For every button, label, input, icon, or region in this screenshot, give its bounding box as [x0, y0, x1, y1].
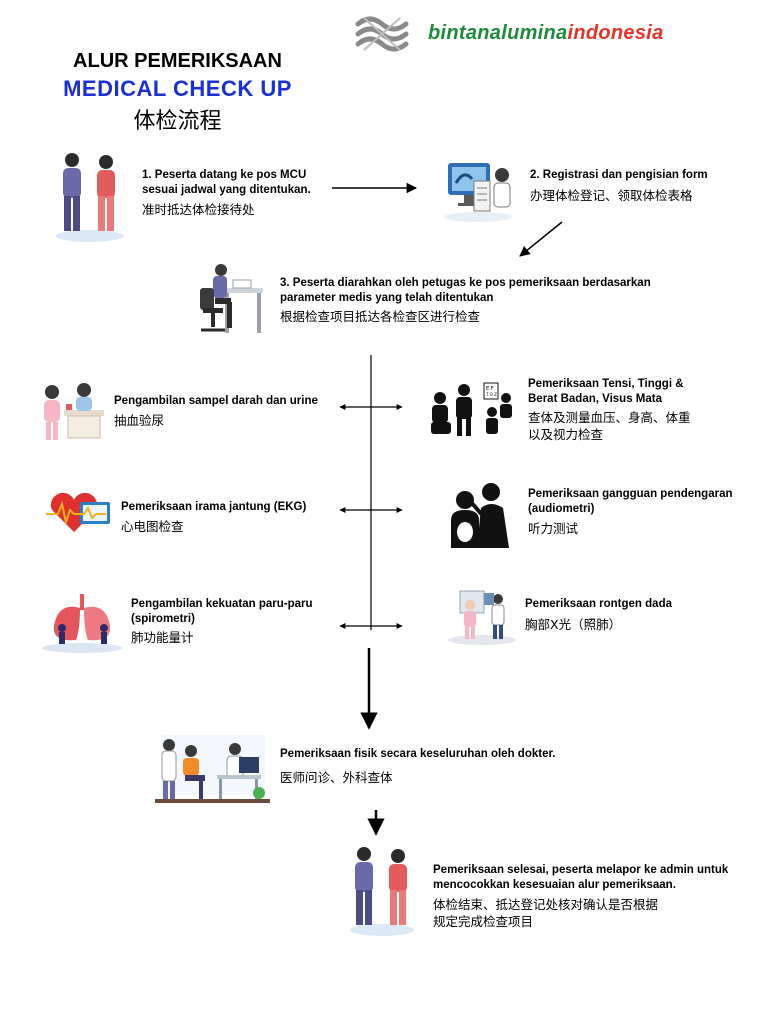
doctor-exam-chinese: 医师问诊、外科查体	[280, 770, 393, 785]
exam-tensi-line1: Pemeriksaan Tensi, Tinggi &	[528, 378, 684, 390]
vital-signs-illustration-icon: E F T O Z	[426, 380, 518, 438]
exam-audio-text: Pemeriksaan gangguan pendengaran (audiom…	[528, 487, 758, 537]
audiometry-illustration-icon	[447, 480, 513, 550]
step-1-text: 1. Peserta datang ke pos MCU sesuai jadw…	[142, 168, 332, 218]
exam-tensi-chinese2: 以及视力检查	[528, 427, 604, 442]
exam-xray-chinese: 胸部X光（照肺）	[525, 617, 622, 632]
participants-illustration-icon	[50, 148, 130, 243]
step-2-text: 2. Registrasi dan pengisian form 办理体检登记、…	[530, 168, 740, 204]
exam-audio-chinese: 听力测试	[528, 521, 579, 536]
page-title-chinese: 体检流程	[133, 109, 222, 134]
exam-xray-title: Pemeriksaan rontgen dada	[525, 598, 672, 610]
logo-word-alumina: alumina	[489, 22, 568, 44]
page-title: ALUR PEMERIKSAAN	[73, 50, 282, 72]
step-3-chinese: 根据检查项目抵达各检查区进行检查	[280, 309, 481, 324]
step-1-line2: sesuai jadwal yang ditentukan.	[142, 184, 311, 196]
step-1-line1: 1. Peserta datang ke pos MCU	[142, 169, 307, 181]
finish-chinese2: 规定完成检查项目	[433, 914, 534, 929]
registration-illustration-icon	[438, 155, 520, 225]
exam-ekg-title: Pemeriksaan irama jantung (EKG)	[121, 501, 307, 513]
exam-spiro-chinese: 肺功能量计	[131, 630, 194, 645]
doctor-consultation-illustration-icon	[155, 733, 270, 805]
logo-wordmark: bintanaluminaindonesia	[428, 22, 664, 45]
svg-text:T O Z: T O Z	[485, 392, 497, 397]
finish-line1: Pemeriksaan selesai, peserta melapor ke …	[433, 864, 729, 876]
exam-ekg-chinese: 心电图检查	[121, 519, 184, 534]
company-logo	[350, 12, 416, 56]
exam-tensi-text: Pemeriksaan Tensi, Tinggi & Berat Badan,…	[528, 377, 758, 443]
xray-illustration-icon	[446, 585, 518, 645]
step-2-line1: 2. Registrasi dan pengisian form	[530, 169, 708, 181]
blood-sample-illustration-icon	[40, 378, 106, 444]
logo-emblem-icon	[355, 16, 409, 52]
step-3-text: 3. Peserta diarahkan oleh petugas ke pos…	[280, 276, 700, 325]
logo-word-bintan: bintan	[428, 22, 490, 44]
exam-audio-line2: (audiometri)	[528, 503, 595, 515]
exam-tensi-chinese1: 查体及测量血压、身高、体重	[528, 410, 691, 425]
exam-ekg-text: Pemeriksaan irama jantung (EKG) 心电图检查	[121, 500, 341, 535]
exam-audio-line1: Pemeriksaan gangguan pendengaran	[528, 488, 733, 500]
doctor-exam-text: Pemeriksaan fisik secara keseluruhan ole…	[280, 747, 600, 786]
page-subtitle: MEDICAL CHECK UP	[63, 76, 292, 101]
doctor-exam-title: Pemeriksaan fisik secara keseluruhan ole…	[280, 748, 556, 760]
exam-blood-chinese: 抽血验尿	[114, 413, 165, 428]
lungs-illustration-icon	[40, 590, 124, 654]
exam-tensi-line2: Berat Badan, Visus Mata	[528, 393, 663, 405]
step-3-line1: 3. Peserta diarahkan oleh petugas ke pos…	[280, 277, 651, 289]
exam-spiro-text: Pengambilan kekuatan paru-paru (spiromet…	[131, 597, 341, 646]
exam-blood-title: Pengambilan sampel darah dan urine	[114, 395, 318, 407]
finish-text: Pemeriksaan selesai, peserta melapor ke …	[433, 863, 763, 930]
step-1-chinese: 准时抵达体检接待处	[142, 202, 255, 217]
exam-xray-text: Pemeriksaan rontgen dada 胸部X光（照肺）	[525, 597, 755, 633]
exam-spiro-line1: Pengambilan kekuatan paru-paru	[131, 598, 313, 610]
ekg-heart-illustration-icon	[44, 492, 112, 534]
officer-desk-illustration-icon	[195, 260, 267, 335]
step-3-line2: parameter medis yang telah ditentukan	[280, 292, 494, 304]
exam-blood-text: Pengambilan sampel darah dan urine 抽血验尿	[114, 394, 344, 429]
arrow-step2-to-step3	[519, 221, 563, 257]
exam-spiro-line2: (spirometri)	[131, 613, 195, 625]
finish-line2: mencocokkan kesesuaian alur pemeriksaan.	[433, 879, 676, 891]
participants-finish-illustration-icon	[344, 842, 420, 937]
logo-word-indonesia: indonesia	[567, 22, 664, 44]
step-2-chinese: 办理体检登记、领取体检表格	[530, 188, 693, 203]
finish-chinese1: 体检结束、抵达登记处核对确认是否根据	[433, 897, 659, 912]
svg-text:E F: E F	[486, 386, 494, 392]
